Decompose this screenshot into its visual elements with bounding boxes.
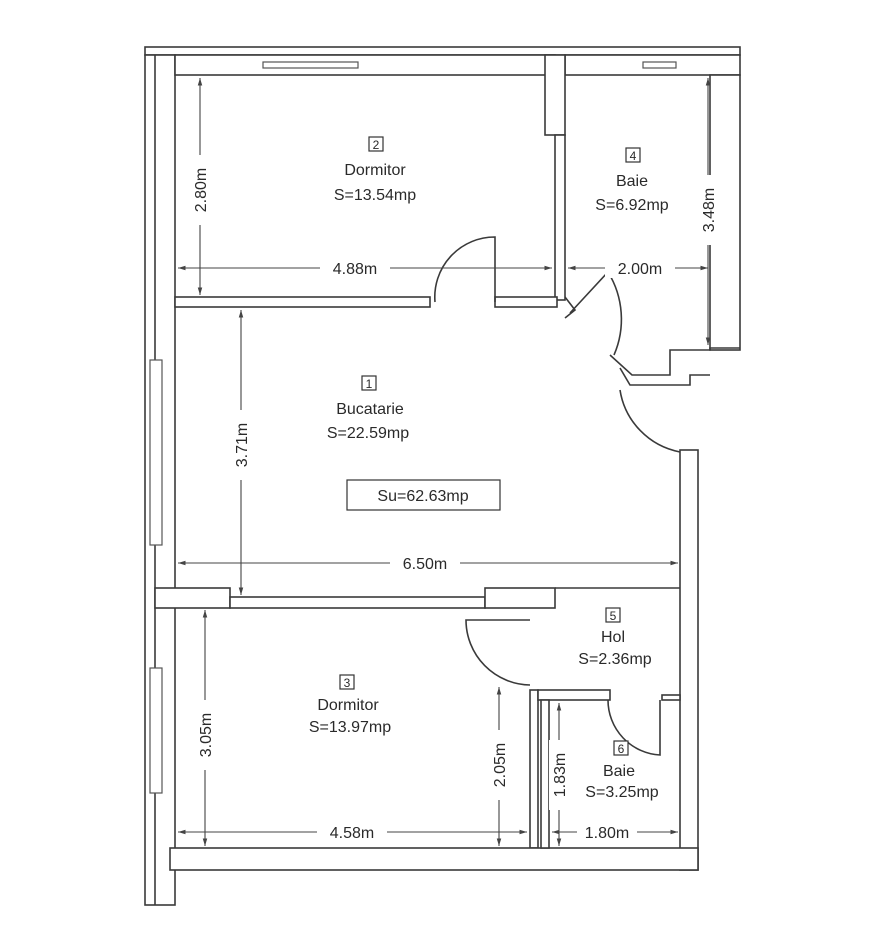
- room-bucatarie: 1 Bucatarie S=22.59mp: [327, 375, 409, 442]
- dim-dormitor3-width: 4.58m: [330, 825, 374, 842]
- dim-baie6-width: 1.80m: [585, 825, 629, 842]
- total-area: Su=62.63mp: [377, 488, 468, 505]
- window: [149, 667, 163, 794]
- dim-dormitor3-height: 3.05m: [198, 713, 215, 757]
- room-area: S=6.92mp: [595, 197, 668, 214]
- dim-dormitor3-niche: 2.05m: [492, 743, 509, 787]
- room-name: Baie: [603, 763, 635, 780]
- room-area: S=13.54mp: [334, 187, 416, 204]
- door-dormitor2: [434, 236, 496, 303]
- room-hol: 5 Hol S=2.36mp: [578, 607, 652, 668]
- room-name: Dormitor: [317, 697, 379, 714]
- dimension-lines: [178, 78, 711, 846]
- room-dormitor-2: 2 Dormitor S=13.54mp: [334, 136, 416, 204]
- window: [262, 61, 359, 69]
- room-number: 4: [630, 149, 637, 163]
- room-number: 5: [610, 609, 617, 623]
- room-area: S=3.25mp: [585, 784, 658, 801]
- dim-dormitor2-width: 4.88m: [333, 261, 377, 278]
- room-dormitor-3: 3 Dormitor S=13.97mp: [309, 674, 391, 736]
- door-baie6: [607, 699, 661, 756]
- dimension-labels: 4.88m 2.80m 2.00m 3.48m 6.50m 3.71m 4.58…: [190, 155, 718, 842]
- room-name: Dormitor: [344, 162, 406, 179]
- room-area: S=2.36mp: [578, 651, 651, 668]
- dim-baie4-height: 3.48m: [701, 188, 718, 232]
- room-area: S=13.97mp: [309, 719, 391, 736]
- dim-bucatarie-height: 3.71m: [234, 423, 251, 467]
- doors: [434, 236, 681, 756]
- door-baie4: [569, 270, 623, 356]
- dim-dormitor2-height: 2.80m: [193, 168, 210, 212]
- total-area-box: Su=62.63mp: [346, 479, 501, 511]
- door-dormitor3: [465, 619, 531, 686]
- room-name: Baie: [616, 173, 648, 190]
- room-baie-6: 6 Baie S=3.25mp: [585, 740, 659, 801]
- dim-baie6-height: 1.83m: [552, 753, 569, 797]
- room-name: Hol: [601, 629, 625, 646]
- room-number: 1: [366, 377, 373, 391]
- window: [642, 61, 677, 69]
- room-number: 2: [373, 138, 380, 152]
- windows: [149, 61, 677, 794]
- window: [149, 359, 163, 546]
- room-area: S=22.59mp: [327, 425, 409, 442]
- dim-baie4-width: 2.00m: [618, 261, 662, 278]
- room-number-box: [361, 375, 377, 391]
- room-number: 3: [344, 676, 351, 690]
- room-name: Bucatarie: [336, 401, 404, 418]
- room-number: 6: [618, 742, 625, 756]
- entrance-door: [619, 389, 681, 453]
- dim-bucatarie-width: 6.50m: [403, 556, 447, 573]
- room-baie-4: 4 Baie S=6.92mp: [595, 147, 669, 214]
